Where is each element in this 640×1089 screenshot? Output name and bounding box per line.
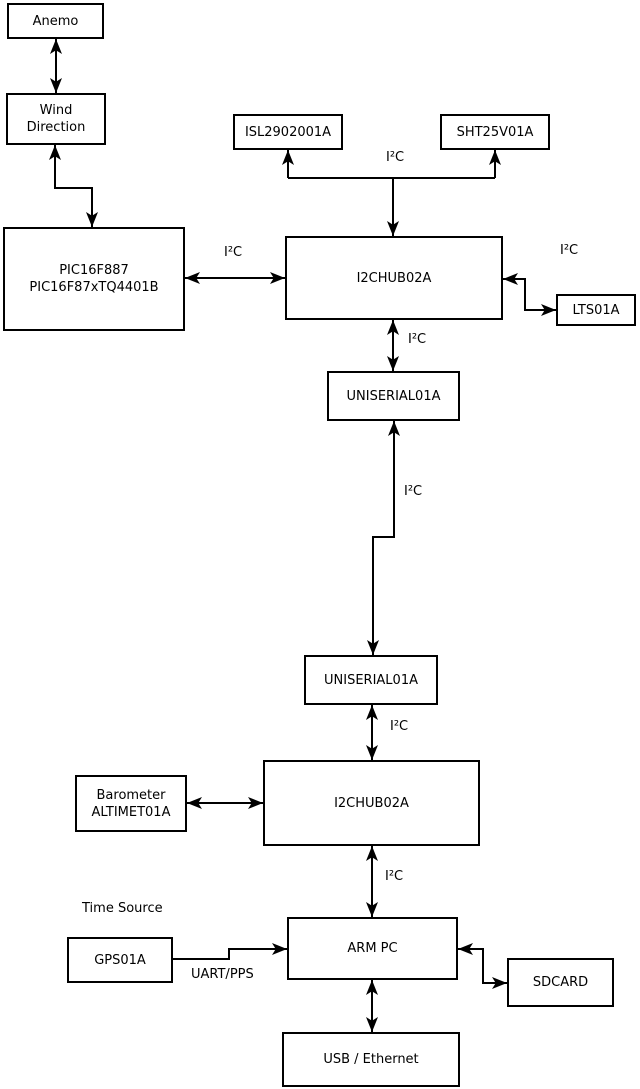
edge-arm-sdcard bbox=[458, 943, 507, 989]
node-sdcard: SDCARD bbox=[507, 958, 614, 1007]
node-uniserial-upper: UNISERIAL01A bbox=[327, 371, 460, 421]
node-wind-direction-label-line1: Wind bbox=[39, 103, 73, 118]
node-pic-label-line1: PIC16F887 bbox=[59, 263, 129, 278]
node-anemometer: Anemo bbox=[7, 3, 104, 39]
node-isl-sensor: ISL2902001A bbox=[233, 114, 343, 150]
node-lts-label: LTS01A bbox=[572, 302, 620, 318]
node-gps-label: GPS01A bbox=[94, 952, 146, 968]
edge-label-uart-pps: UART/PPS bbox=[191, 967, 254, 982]
node-arm-pc-label: ARM PC bbox=[347, 941, 398, 956]
edge-label-i2c-hub-arm: I²C bbox=[385, 869, 404, 884]
node-pic-label-line2: PIC16F87xTQ4401B bbox=[29, 280, 159, 295]
node-wind-direction: Wind Direction bbox=[6, 93, 106, 145]
node-sdcard-label: SDCARD bbox=[532, 975, 589, 990]
node-i2c-hub-upper: I2CHUB02A bbox=[285, 236, 503, 320]
node-wind-direction-label-line2: Direction bbox=[26, 120, 86, 135]
node-lts-sensor: LTS01A bbox=[556, 294, 636, 326]
edge-label-i2c-hub-lts: I²C bbox=[560, 243, 579, 258]
edge-label-time-source: Time Source bbox=[82, 901, 163, 916]
node-usb-ethernet-label: USB / Ethernet bbox=[323, 1052, 419, 1067]
node-i2c-hub-lower-label: I2CHUB02A bbox=[334, 795, 409, 811]
edge-label-i2c-uniserial-hub: I²C bbox=[390, 719, 409, 734]
node-pic-microcontroller: PIC16F887 PIC16F87xTQ4401B bbox=[3, 227, 185, 331]
edge-hub1-lts bbox=[503, 273, 556, 316]
node-barometer-label-line1: Barometer bbox=[96, 787, 166, 803]
node-sht-sensor: SHT25V01A bbox=[440, 114, 550, 150]
node-arm-pc: ARM PC bbox=[287, 917, 458, 980]
node-gps: GPS01A bbox=[67, 937, 173, 983]
edge-gps-arm bbox=[173, 943, 287, 960]
node-uniserial-lower-label: UNISERIAL01A bbox=[324, 672, 418, 688]
edge-label-i2c-uniserial-link: I²C bbox=[404, 484, 423, 499]
edge-label-i2c-pic-hub: I²C bbox=[224, 245, 243, 260]
edge-label-i2c-hub-uniserial: I²C bbox=[408, 332, 427, 347]
node-uniserial-lower: UNISERIAL01A bbox=[304, 655, 438, 705]
edge-uniserial1-uniserial2 bbox=[367, 421, 400, 655]
node-i2c-hub-lower: I2CHUB02A bbox=[263, 760, 480, 846]
node-barometer: Barometer ALTIMET01A bbox=[75, 775, 187, 832]
node-i2c-hub-upper-label: I2CHUB02A bbox=[356, 270, 432, 286]
edge-wind-pic bbox=[49, 145, 98, 227]
node-sht-label: SHT25V01A bbox=[456, 124, 534, 140]
node-uniserial-upper-label: UNISERIAL01A bbox=[346, 388, 441, 404]
node-barometer-label-line2: ALTIMET01A bbox=[91, 804, 171, 820]
node-usb-ethernet: USB / Ethernet bbox=[282, 1032, 460, 1087]
edge-label-i2c-sensor-bus: I²C bbox=[386, 150, 405, 165]
node-anemometer-label: Anemo bbox=[32, 13, 79, 29]
node-isl-label: ISL2902001A bbox=[244, 124, 332, 140]
